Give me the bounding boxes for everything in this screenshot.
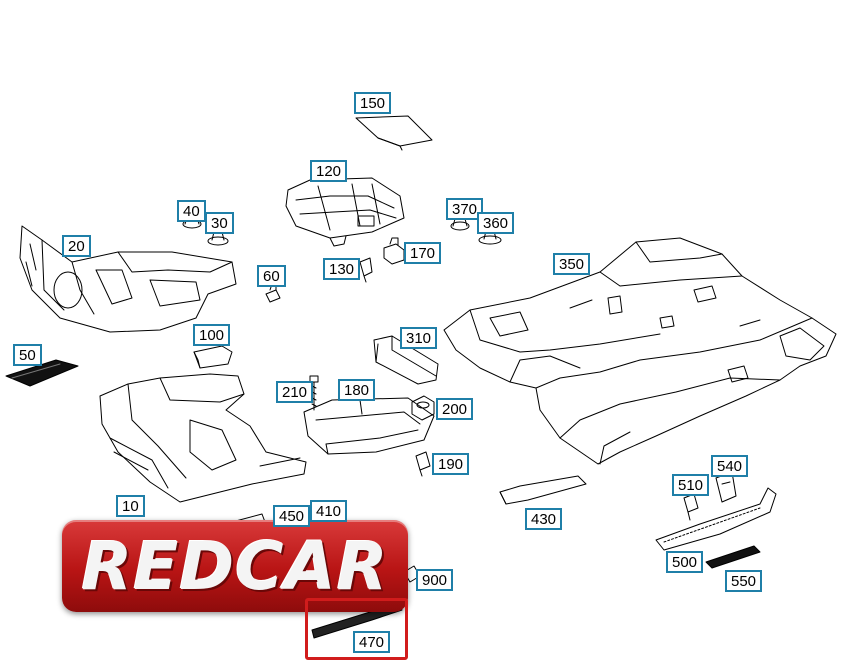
callout-450[interactable]: 450 (273, 505, 311, 527)
part-500-sill-plate (655, 487, 777, 551)
part-130-clip (359, 257, 373, 283)
callout-370[interactable]: 370 (446, 198, 484, 220)
callout-60[interactable]: 60 (257, 265, 286, 287)
callout-130[interactable]: 130 (323, 258, 361, 280)
part-430-strip (499, 475, 587, 505)
callout-20[interactable]: 20 (62, 235, 91, 257)
callout-200[interactable]: 200 (436, 398, 474, 420)
callout-120[interactable]: 120 (310, 160, 348, 182)
callout-10[interactable]: 10 (116, 495, 145, 517)
callout-510[interactable]: 510 (672, 474, 710, 496)
part-550-sill-trim (705, 545, 761, 569)
callout-210[interactable]: 210 (276, 381, 314, 403)
part-190-clip (415, 451, 431, 477)
callout-360[interactable]: 360 (477, 212, 515, 234)
callout-190[interactable]: 190 (432, 453, 470, 475)
callout-170[interactable]: 170 (404, 242, 442, 264)
highlight-box-470 (305, 598, 408, 660)
redcar-watermark: REDCAR (62, 520, 408, 612)
callout-150[interactable]: 150 (354, 92, 392, 114)
callout-550[interactable]: 550 (725, 570, 763, 592)
callout-30[interactable]: 30 (205, 212, 234, 234)
part-170-nut (383, 237, 405, 265)
part-150-mat (355, 115, 433, 151)
part-210-bolt (309, 375, 319, 411)
part-180-tray (303, 397, 435, 455)
watermark-text: REDCAR (81, 527, 389, 605)
callout-100[interactable]: 100 (193, 324, 231, 346)
callout-350[interactable]: 350 (553, 253, 591, 275)
part-350-carpet (443, 237, 837, 465)
callout-540[interactable]: 540 (711, 455, 749, 477)
part-310-rail (373, 335, 439, 385)
part-100-bracket (193, 345, 233, 369)
part-510-clip (683, 493, 699, 521)
callout-900[interactable]: 900 (416, 569, 454, 591)
callout-50[interactable]: 50 (13, 344, 42, 366)
callout-180[interactable]: 180 (338, 379, 376, 401)
callout-470[interactable]: 470 (353, 631, 391, 653)
part-200-nut (411, 395, 435, 421)
part-10-insulation (99, 373, 307, 503)
callout-500[interactable]: 500 (666, 551, 704, 573)
part-20-insulation (19, 225, 237, 333)
callout-310[interactable]: 310 (400, 327, 438, 349)
part-120-console-bracket (285, 177, 405, 247)
part-370-fastener (450, 218, 470, 231)
callout-40[interactable]: 40 (177, 200, 206, 222)
callout-430[interactable]: 430 (525, 508, 563, 530)
callout-410[interactable]: 410 (310, 500, 348, 522)
